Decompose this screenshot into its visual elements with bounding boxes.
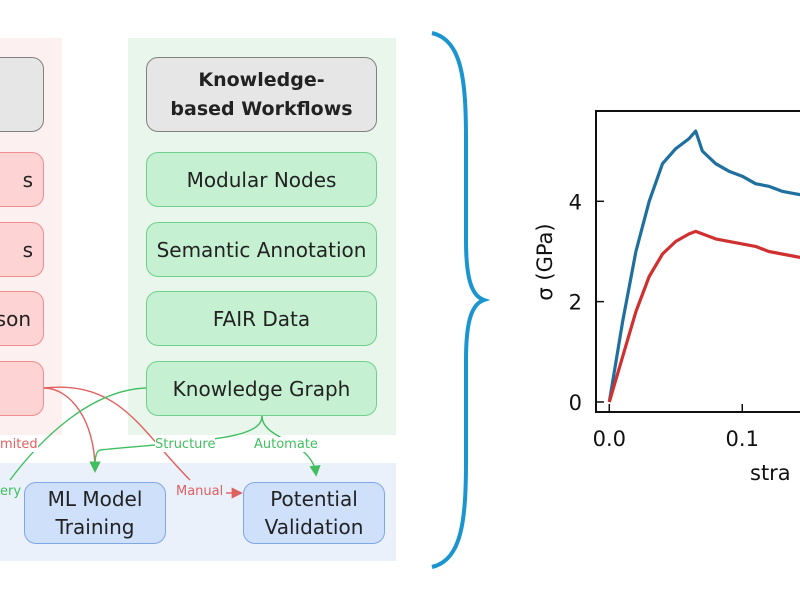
knowledge-graph-label: Knowledge Graph [172, 376, 351, 401]
semantic-annotation-label: Semantic Annotation [156, 237, 367, 262]
manual-connector [43, 386, 191, 481]
limited-connector [43, 387, 101, 473]
fair-data-box: FAIR Data [146, 291, 377, 346]
x-axis-label: stra [750, 461, 791, 485]
left-item-1-label: s [22, 167, 33, 192]
structure-connector [89, 415, 263, 473]
workflow-title: Knowledge-based Workflows [170, 68, 353, 120]
left-item-3: son [0, 291, 44, 346]
plot-frame [595, 110, 800, 413]
modular-nodes-box: Modular Nodes [146, 152, 377, 207]
y-tick-label-2: 4 [569, 190, 582, 214]
y-tick-label-1: 2 [569, 291, 582, 315]
series-line-1 [607, 229, 800, 403]
y-axis-label: σ (GPa) [533, 223, 557, 300]
modular-nodes-label: Modular Nodes [186, 167, 337, 192]
left-item-4 [0, 361, 44, 416]
x-tick-label-1: 0.1 [726, 427, 759, 451]
chart-series-group [607, 129, 800, 403]
manual-label: Manual [176, 484, 224, 499]
fair-data-label: FAIR Data [212, 306, 311, 331]
left-item-3-label: son [0, 306, 31, 331]
potential-validation-label: Potential Validation [264, 487, 364, 539]
y-tick-label-0: 0 [569, 391, 582, 415]
potential-validation-box: Potential Validation [243, 482, 385, 544]
left-title-box [0, 57, 44, 132]
semantic-annotation-box: Semantic Annotation [146, 222, 377, 277]
knowledge-graph-box: Knowledge Graph [146, 361, 377, 416]
discovery-connector [9, 387, 147, 481]
ml-training-box: ML Model Training [24, 482, 166, 544]
series-line-0 [607, 129, 800, 403]
structure-label: Structure [155, 437, 216, 452]
workflow-title-box: Knowledge-based Workflows [146, 57, 377, 132]
automate-label: Automate [254, 437, 318, 452]
chart-ticks-group: 0 2 4 0.0 0.1 [569, 190, 759, 451]
ml-training-label: ML Model Training [47, 487, 143, 539]
limited-label: mited [0, 437, 38, 452]
left-item-2: s [0, 222, 44, 277]
left-item-1: s [0, 152, 44, 207]
x-tick-label-0: 0.0 [593, 427, 626, 451]
left-item-2-label: s [22, 237, 33, 262]
discovery-label: ery [0, 484, 22, 499]
